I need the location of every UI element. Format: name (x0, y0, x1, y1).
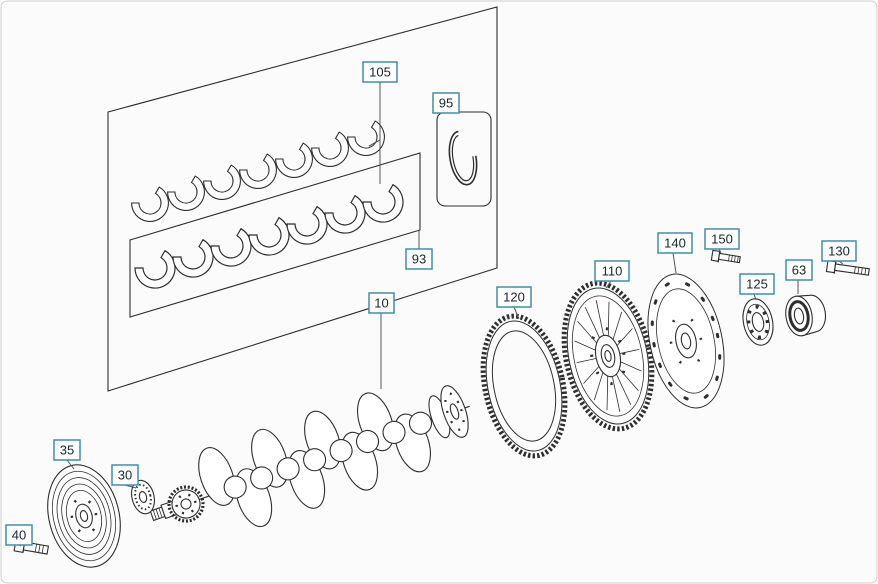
part-bolt-130 (825, 260, 870, 276)
part-pilot-bearing (742, 298, 774, 346)
part-crankshaft (149, 385, 470, 528)
callout-10[interactable]: 10 (368, 292, 395, 389)
callout-label-140: 140 (664, 236, 686, 251)
part-driven-plate (647, 273, 725, 409)
callout-140[interactable]: 140 (657, 232, 693, 274)
leader-line-110 (605, 280, 612, 289)
callout-label-130: 130 (828, 244, 850, 259)
callout-105[interactable]: 105 (362, 61, 398, 184)
callout-125[interactable]: 125 (739, 273, 775, 301)
leader-line-105 (368, 82, 381, 184)
bearing-panel-frame (107, 6, 498, 392)
callout-40[interactable]: 40 (5, 524, 33, 547)
callout-label-35: 35 (60, 443, 74, 458)
part-ring-gear (480, 313, 568, 459)
callout-label-40: 40 (12, 528, 26, 543)
callout-box-110 (594, 260, 630, 282)
callout-label-30: 30 (118, 468, 132, 483)
callout-label-63: 63 (792, 263, 806, 278)
part-flywheel (561, 280, 655, 432)
callout-35[interactable]: 35 (53, 439, 81, 470)
leader-line-140 (672, 252, 677, 274)
callout-box-10 (368, 292, 395, 314)
leader-line-125 (753, 293, 757, 301)
part-bushing (785, 294, 827, 337)
part-bolt-150 (710, 249, 741, 264)
callout-box-150 (704, 228, 740, 250)
callout-box-125 (739, 273, 775, 295)
callout-label-125: 125 (746, 277, 768, 292)
callout-box-63 (785, 259, 813, 281)
callout-box-30 (111, 464, 139, 486)
callout-30[interactable]: 30 (111, 464, 139, 489)
callout-63[interactable]: 63 (785, 259, 813, 294)
part-vibration-damper (47, 464, 121, 568)
callout-label-110: 110 (602, 264, 623, 279)
callout-box-93 (405, 248, 433, 270)
part-snap-ring (436, 111, 492, 207)
callout-box-35 (53, 439, 81, 461)
callout-150[interactable]: 150 (704, 228, 740, 254)
leader-line-120 (513, 306, 520, 320)
callout-box-105 (362, 61, 398, 83)
callout-130[interactable]: 130 (821, 240, 857, 265)
callout-box-130 (821, 240, 857, 262)
callout-box-120 (496, 286, 532, 308)
callout-93[interactable]: 93 (405, 231, 433, 270)
callout-box-95 (432, 92, 460, 114)
callout-110[interactable]: 110 (594, 260, 630, 289)
callout-box-40 (5, 524, 33, 546)
leader-line-35 (66, 459, 75, 470)
callout-95[interactable]: 95 (432, 92, 460, 114)
callout-label-95: 95 (439, 96, 453, 111)
callout-label-150: 150 (711, 232, 733, 247)
callout-120[interactable]: 120 (496, 286, 532, 320)
callout-label-120: 120 (503, 290, 525, 305)
callout-label-93: 93 (412, 252, 426, 267)
callout-label-10: 10 (374, 296, 388, 311)
callout-label-105: 105 (369, 65, 391, 80)
part-tone-wheel (131, 479, 155, 515)
callout-box-140 (657, 232, 693, 254)
